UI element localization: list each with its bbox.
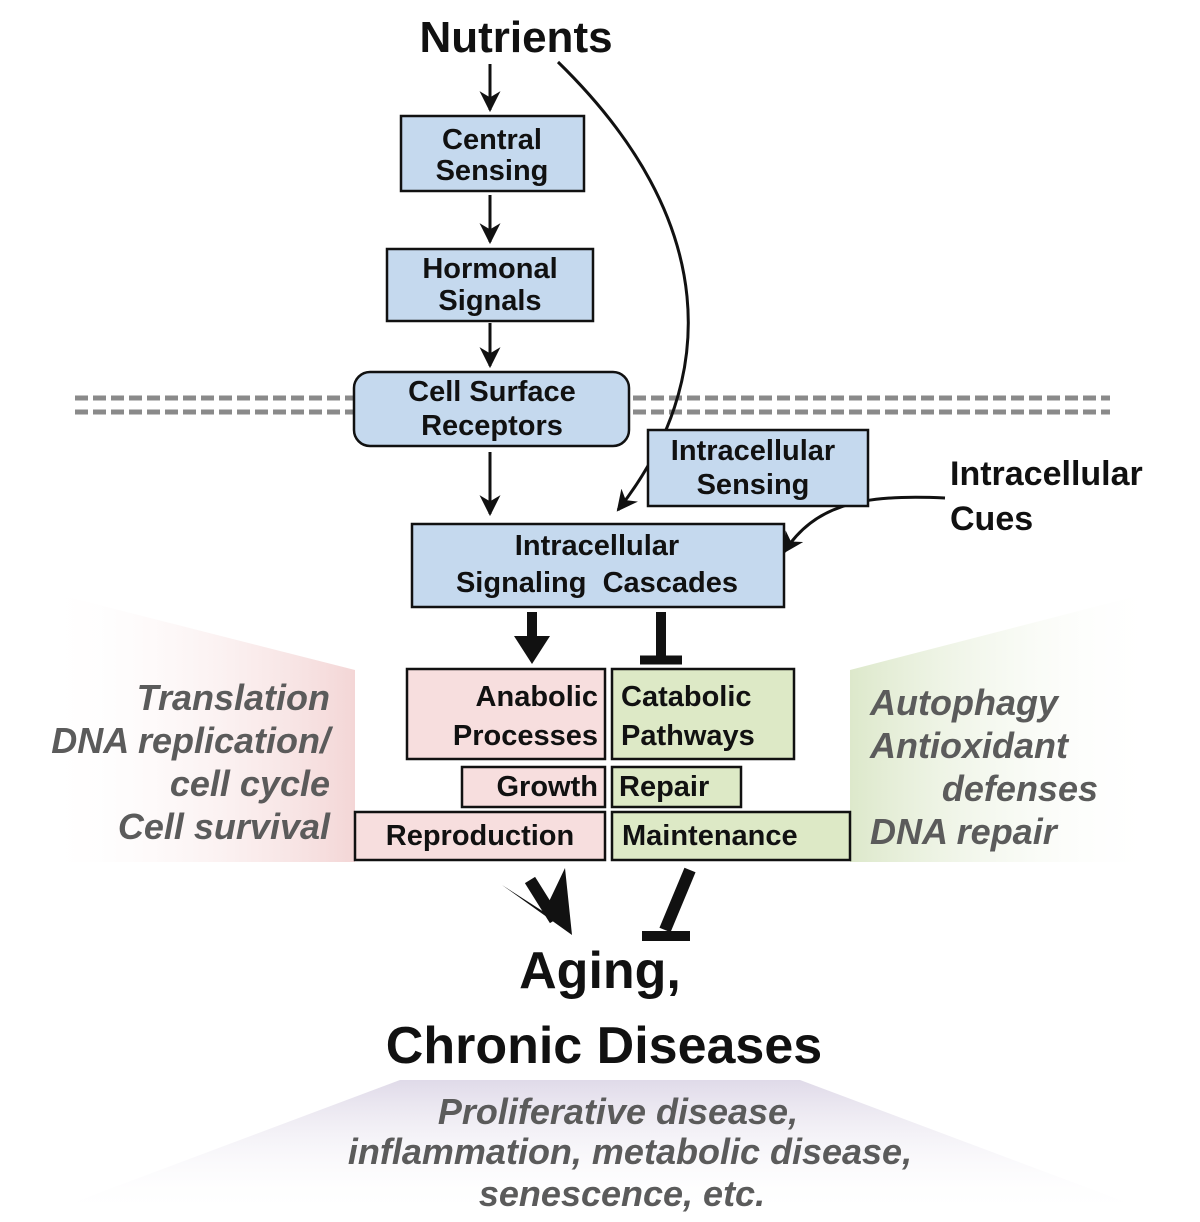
right-note-4: DNA repair — [870, 811, 1059, 852]
anabolic-line1: Anabolic — [476, 681, 598, 713]
repair-box: Repair — [610, 765, 743, 809]
disease-gradient-wedge — [40, 1080, 1160, 1215]
central-sensing-box: Central Sensing — [399, 114, 586, 193]
maintenance-label: Maintenance — [622, 820, 798, 852]
left-note-3: cell cycle — [170, 763, 330, 804]
repair-label: Repair — [619, 771, 709, 803]
reproduction-label: Reproduction — [386, 820, 575, 852]
reproduction-box: Reproduction — [353, 810, 607, 862]
right-note-3: defenses — [942, 768, 1098, 809]
disease-examples: Proliferative disease, inflammation, met… — [348, 1091, 912, 1214]
right-note-2: Antioxidant — [869, 725, 1070, 766]
central-sensing-line2: Sensing — [436, 155, 549, 187]
inhibit-aging-bar — [642, 867, 696, 941]
anabolic-processes-box: Anabolic Processes — [405, 667, 607, 761]
maintenance-box: Maintenance — [610, 810, 852, 862]
growth-label: Growth — [497, 771, 599, 803]
promote-aging-arrow — [502, 868, 572, 935]
catabolic-line2: Pathways — [621, 720, 755, 752]
receptors-line1: Cell Surface — [408, 376, 576, 408]
catabolic-gradient-wedge — [850, 590, 1160, 862]
anabolic-line2: Processes — [453, 720, 598, 752]
intracellular-cues-line2: Cues — [950, 500, 1033, 538]
bottom-note-2: inflammation, metabolic disease, — [348, 1131, 912, 1172]
central-sensing-line1: Central — [442, 124, 542, 156]
hormonal-signals-line2: Signals — [438, 285, 541, 317]
intracellular-sensing-line2: Sensing — [697, 469, 810, 501]
right-note-1: Autophagy — [869, 682, 1060, 723]
outcome-line2: Chronic Diseases — [386, 1017, 822, 1075]
anabolic-gradient-wedge — [40, 590, 355, 862]
anabolic-side-notes: Translation DNA replication/ cell cycle … — [51, 677, 334, 847]
bottom-note-3: senescence, etc. — [479, 1173, 765, 1214]
hormonal-signals-line1: Hormonal — [422, 253, 557, 285]
catabolic-pathways-box: Catabolic Pathways — [610, 667, 796, 761]
outcome-line1: Aging, — [519, 942, 681, 1000]
intracellular-sensing-box: Intracellular Sensing — [646, 428, 870, 508]
left-note-1: Translation — [137, 677, 330, 718]
nutrients-label: Nutrients — [419, 13, 612, 62]
cascades-line2: Signaling Cascades — [456, 567, 738, 599]
growth-box: Growth — [460, 765, 607, 809]
signaling-cascades-box: Intracellular Signaling Cascades — [410, 522, 786, 609]
aging-chronic-diseases-title: Aging, Chronic Diseases — [386, 942, 822, 1075]
intracellular-cues-label: Intracellular Cues — [950, 455, 1143, 538]
receptors-line2: Receptors — [421, 410, 563, 442]
catabolic-line1: Catabolic — [621, 681, 752, 713]
intracellular-sensing-line1: Intracellular — [671, 435, 835, 467]
hormonal-signals-box: Hormonal Signals — [385, 247, 595, 323]
catabolic-side-notes: Autophagy Antioxidant defenses DNA repai… — [869, 682, 1098, 852]
cell-membrane — [75, 395, 1110, 415]
bottom-note-1: Proliferative disease, — [438, 1091, 798, 1132]
left-note-4: Cell survival — [118, 806, 331, 847]
intracellular-cues-line1: Intracellular — [950, 455, 1143, 493]
left-note-2: DNA replication/ — [51, 720, 334, 761]
cascades-line1: Intracellular — [515, 530, 679, 562]
inhibit-catabolic-bar — [640, 612, 682, 665]
activate-anabolic-arrow — [514, 612, 550, 664]
cell-surface-receptors-box: Cell Surface Receptors — [352, 370, 631, 448]
